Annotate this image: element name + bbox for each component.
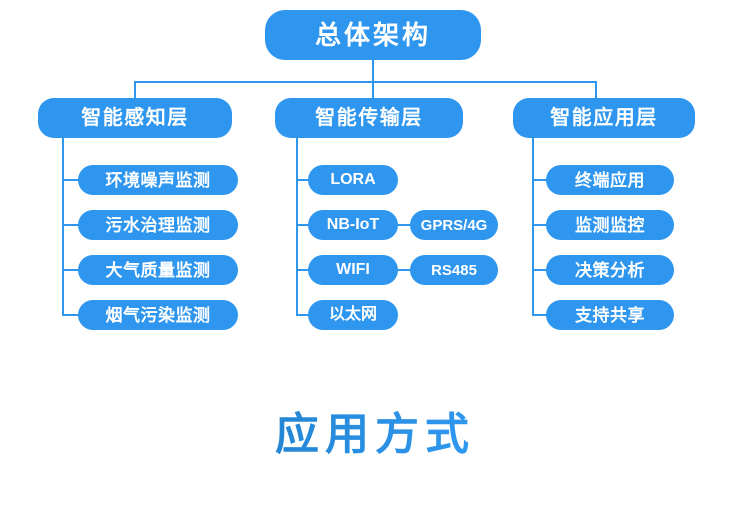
node-sense-item-3[interactable]: 大气质量监测 xyxy=(78,255,238,285)
node-layer-intelligent-application[interactable]: 智能应用层 xyxy=(513,98,695,138)
node-transport-item-4[interactable]: 以太网 xyxy=(308,300,398,330)
connector-transport-trunk xyxy=(296,138,298,316)
connector-application-stub-2 xyxy=(532,224,548,226)
connector-sense-stub-2 xyxy=(62,224,80,226)
connector-nbiot-to-gprs xyxy=(396,224,412,226)
node-transport-item-2[interactable]: NB-IoT xyxy=(308,210,398,240)
node-sense-item-2[interactable]: 污水治理监测 xyxy=(78,210,238,240)
connector-application-stub-1 xyxy=(532,179,548,181)
node-application-item-2[interactable]: 监测监控 xyxy=(546,210,674,240)
node-sense-item-1[interactable]: 环境噪声监测 xyxy=(78,165,238,195)
node-application-item-4[interactable]: 支持共享 xyxy=(546,300,674,330)
connector-root-stem xyxy=(372,60,374,82)
connector-sense-stub-3 xyxy=(62,269,80,271)
node-transport-item-3[interactable]: WIFI xyxy=(308,255,398,285)
connector-transport-stub-1 xyxy=(296,179,310,181)
connector-sense-trunk xyxy=(62,138,64,316)
connector-drop-application xyxy=(595,81,597,98)
connector-level2-bus xyxy=(134,81,597,83)
node-transport-sub-gprs-4g[interactable]: GPRS/4G xyxy=(410,210,498,240)
footer-section-title: 应用方式 xyxy=(0,405,750,465)
connector-wifi-to-rs485 xyxy=(396,269,412,271)
connector-transport-stub-3 xyxy=(296,269,310,271)
node-layer-intelligent-sensing[interactable]: 智能感知层 xyxy=(38,98,232,138)
node-transport-sub-rs485[interactable]: RS485 xyxy=(410,255,498,285)
node-application-item-3[interactable]: 决策分析 xyxy=(546,255,674,285)
connector-application-stub-3 xyxy=(532,269,548,271)
node-transport-item-1[interactable]: LORA xyxy=(308,165,398,195)
node-root-overall-architecture[interactable]: 总体架构 xyxy=(265,10,481,60)
connector-sense-stub-1 xyxy=(62,179,80,181)
node-sense-item-4[interactable]: 烟气污染监测 xyxy=(78,300,238,330)
node-layer-intelligent-transport[interactable]: 智能传输层 xyxy=(275,98,463,138)
connector-application-trunk xyxy=(532,138,534,316)
connector-drop-transport xyxy=(372,81,374,98)
connector-application-stub-4 xyxy=(532,314,548,316)
connector-drop-sense xyxy=(134,81,136,98)
connector-sense-stub-4 xyxy=(62,314,80,316)
node-application-item-1[interactable]: 终端应用 xyxy=(546,165,674,195)
connector-transport-stub-2 xyxy=(296,224,310,226)
connector-transport-stub-4 xyxy=(296,314,310,316)
